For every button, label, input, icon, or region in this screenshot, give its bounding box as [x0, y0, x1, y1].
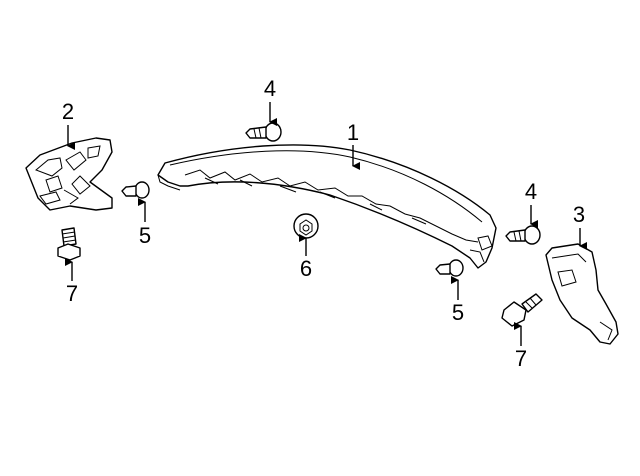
callout-7-right: 7: [514, 346, 528, 371]
part-3-right-trim-piece: [545, 243, 619, 345]
callout-6: 6: [299, 256, 313, 281]
callout-5-left: 5: [138, 223, 152, 248]
part-5-pin-right: [435, 259, 464, 277]
callout-7-left: 7: [65, 281, 79, 306]
part-1-trim-rail: [157, 144, 497, 269]
part-5-pin-left: [121, 181, 150, 199]
callout-2: 2: [61, 99, 75, 124]
part-2-left-bracket: [25, 137, 113, 211]
callout-3: 3: [572, 202, 586, 227]
part-7-bolt-right: [501, 293, 543, 327]
part-4-screw-right: [505, 225, 541, 245]
callout-4-upper: 4: [263, 76, 277, 101]
callout-5-right: 5: [451, 300, 465, 325]
callout-4-right: 4: [524, 179, 538, 204]
part-6-nut: [293, 213, 319, 239]
leader-lines: [65, 102, 587, 346]
part-4-screw-upper: [245, 122, 282, 142]
callout-1: 1: [346, 120, 360, 145]
part-7-bolt-left: [57, 227, 81, 261]
